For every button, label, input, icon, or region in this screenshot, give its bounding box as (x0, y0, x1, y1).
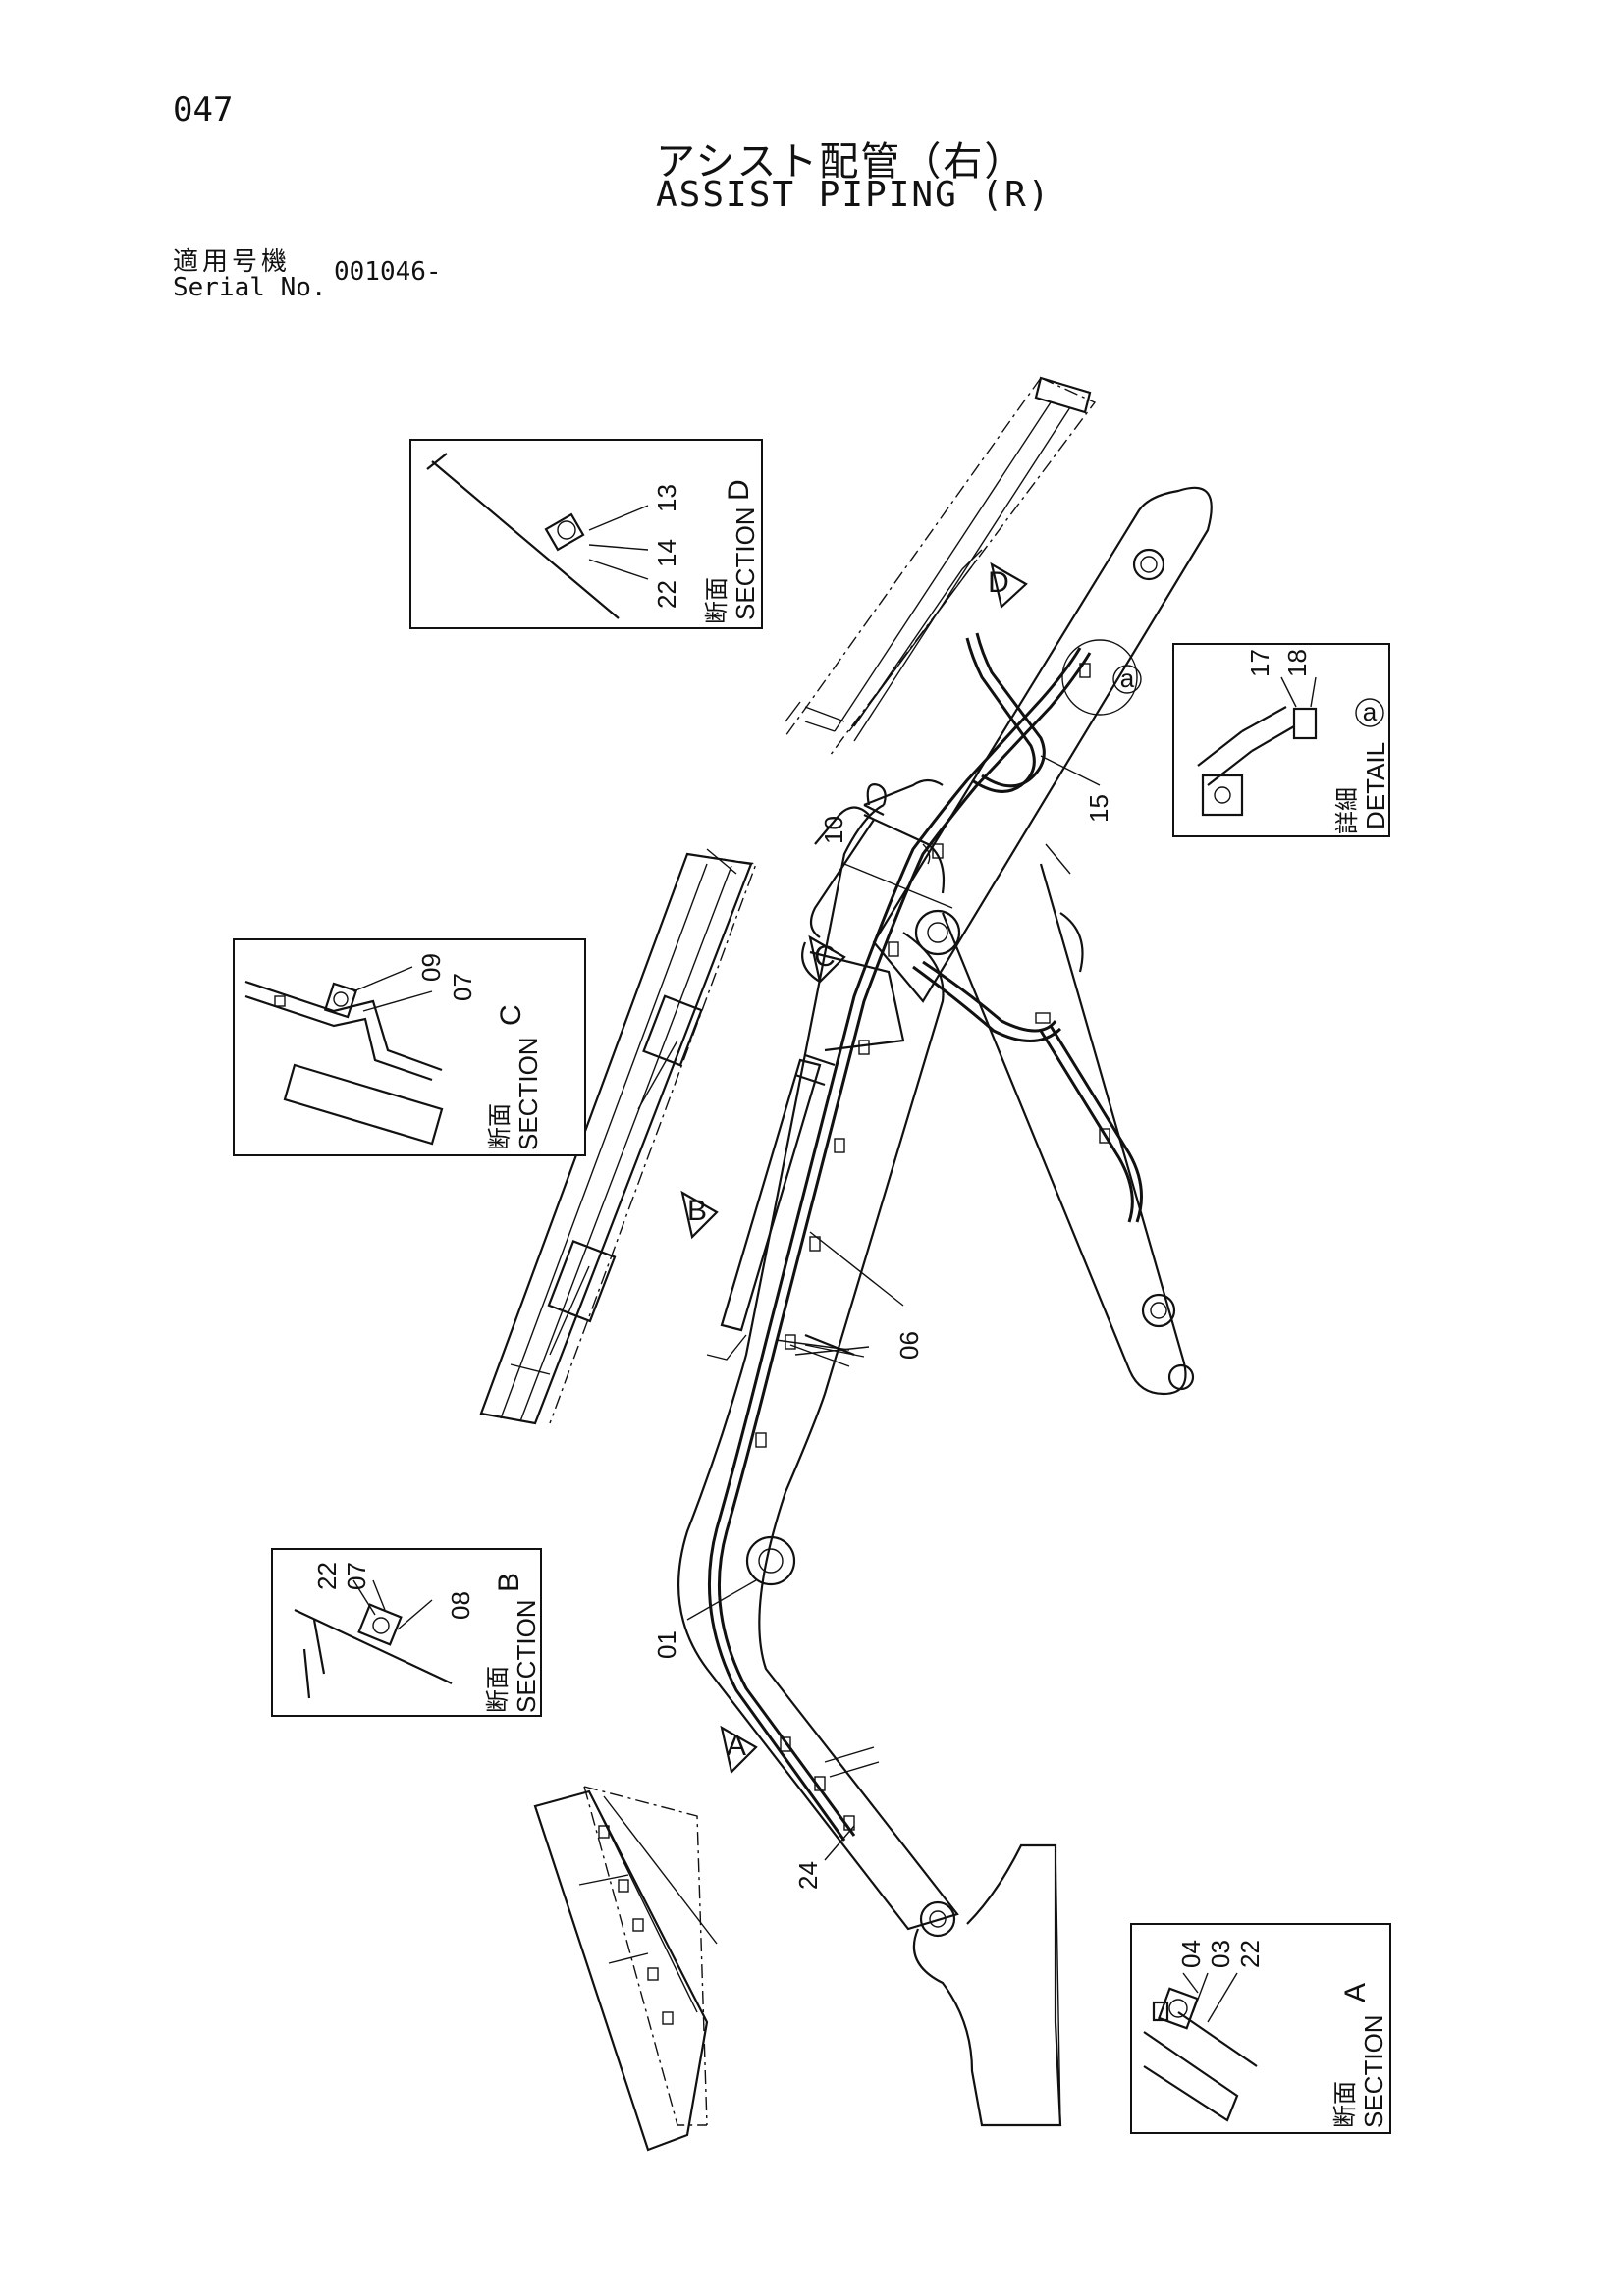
callout-01: 01 (652, 1579, 757, 1659)
view-marker-a: A (720, 1725, 758, 1775)
svg-text:01: 01 (652, 1630, 681, 1659)
svg-text:22: 22 (1235, 1940, 1265, 1968)
section-b-box: 22 07 08 SECTION 断面 B (271, 1548, 542, 1717)
svg-text:a: a (1363, 697, 1378, 726)
view-marker-c: C (808, 934, 846, 985)
svg-text:04: 04 (1176, 1940, 1206, 1968)
boom-foot-side-view (533, 1789, 718, 2152)
serial-label-english: Serial No. (173, 273, 327, 302)
detail-a-box: 17 18 DETAIL 詳細 a (1172, 643, 1390, 837)
svg-text:13: 13 (652, 484, 681, 512)
detail-a-circle (1061, 639, 1138, 716)
callout-06: 06 (809, 1231, 924, 1360)
svg-text:D: D (988, 566, 1009, 599)
svg-text:18: 18 (1282, 649, 1312, 677)
svg-text:10: 10 (819, 816, 848, 844)
boom-side-view (479, 852, 753, 1425)
svg-text:詳細: 詳細 (1333, 787, 1361, 834)
arm-side-view (785, 376, 1092, 742)
svg-text:14: 14 (652, 539, 681, 567)
page-number: 047 (173, 90, 234, 130)
svg-text:SECTION: SECTION (731, 507, 760, 620)
svg-text:22: 22 (652, 580, 681, 609)
pipe-clamps (755, 663, 1110, 1831)
svg-text:断面: 断面 (703, 577, 731, 624)
svg-text:03: 03 (1206, 1940, 1235, 1968)
svg-text:24: 24 (793, 1861, 823, 1890)
svg-text:07: 07 (342, 1562, 371, 1590)
svg-text:08: 08 (446, 1591, 475, 1620)
boom-foot (912, 1843, 1062, 2127)
callout-15: 15 (1040, 755, 1113, 823)
boom-top-bracket (801, 778, 961, 1052)
detail-marker-a: a (1112, 664, 1142, 694)
svg-text:C: C (814, 940, 836, 973)
svg-text:断面: 断面 (1331, 2081, 1359, 2128)
svg-text:A: A (727, 1730, 746, 1762)
section-d-box: 13 14 22 SECTION 断面 D (409, 439, 763, 629)
svg-text:B: B (493, 1573, 525, 1592)
svg-text:断面: 断面 (486, 1103, 514, 1150)
serial-label-japanese: 適用号機 (173, 247, 292, 277)
svg-text:断面: 断面 (484, 1666, 512, 1713)
section-a-box: 04 03 22 SECTION 断面 A (1130, 1923, 1391, 2134)
svg-text:22: 22 (312, 1562, 342, 1590)
svg-text:a: a (1120, 664, 1135, 693)
arm-outline (872, 486, 1213, 1396)
svg-text:SECTION: SECTION (1359, 2014, 1388, 2128)
svg-text:A: A (1339, 1983, 1372, 2002)
view-marker-b: B (680, 1190, 719, 1240)
svg-text:06: 06 (894, 1331, 924, 1360)
svg-text:15: 15 (1084, 794, 1113, 823)
svg-text:09: 09 (416, 953, 446, 982)
svg-text:B: B (687, 1195, 707, 1227)
assist-pipe-route (707, 632, 1143, 1842)
svg-text:SECTION: SECTION (512, 1599, 541, 1713)
serial-number-value: 001046- (334, 257, 442, 287)
section-c-box: 09 07 SECTION 断面 C (233, 938, 586, 1156)
callout-24: 24 (793, 1825, 855, 1890)
view-marker-d: D (988, 561, 1028, 610)
svg-text:SECTION: SECTION (514, 1037, 543, 1150)
callout-10: 10 (819, 816, 953, 909)
svg-text:DETAIL: DETAIL (1361, 742, 1390, 829)
svg-text:07: 07 (448, 973, 477, 1001)
title-english: ASSIST PIPING (R) (656, 175, 1052, 215)
title-japanese: アシスト配管（右） (656, 139, 1026, 185)
boom-outline (677, 804, 959, 1931)
svg-text:D: D (723, 479, 755, 501)
svg-text:C: C (495, 1004, 527, 1026)
svg-text:17: 17 (1245, 649, 1274, 677)
boom-cylinder (706, 1053, 836, 1361)
